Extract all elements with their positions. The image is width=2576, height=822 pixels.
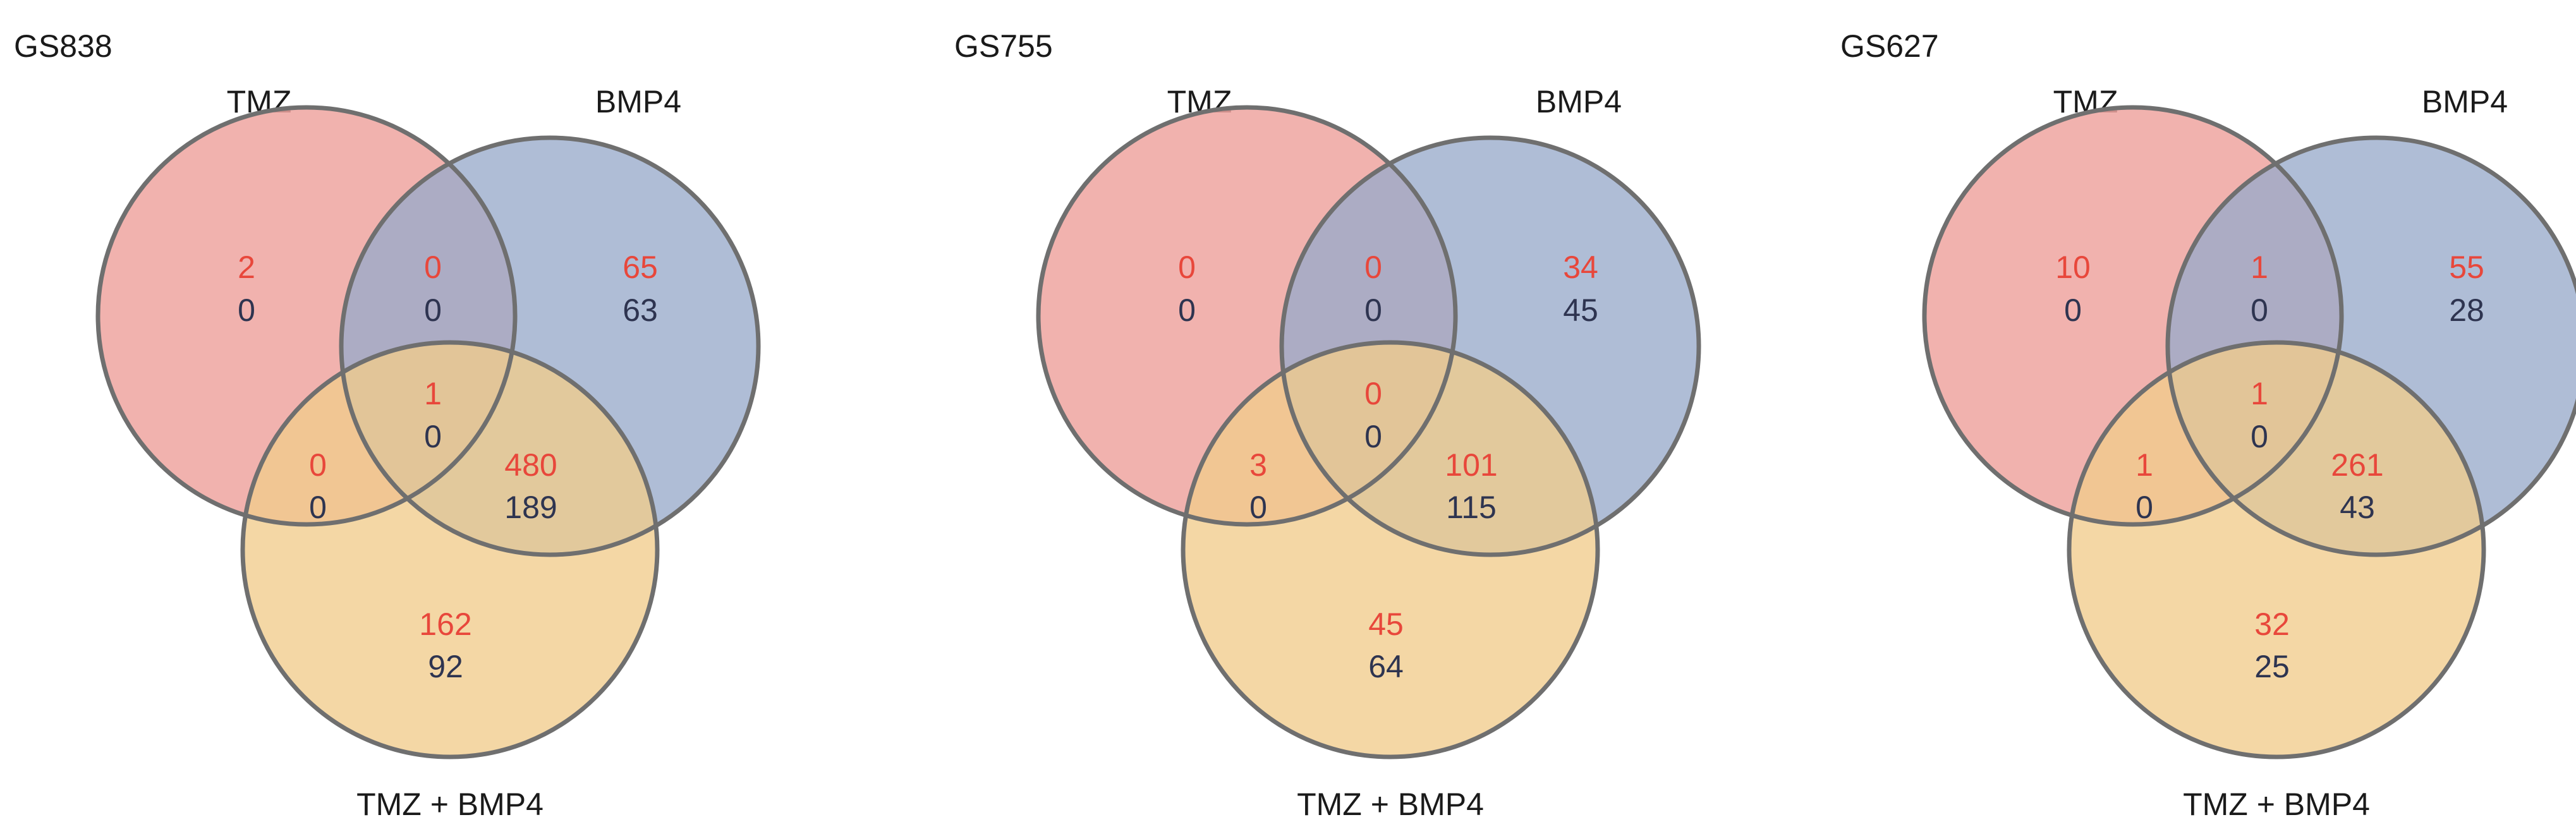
bmp4-only-up: 65 xyxy=(623,250,658,285)
tmz-combo-up: 0 xyxy=(309,447,327,483)
tmz-outline xyxy=(1036,105,1458,527)
combo-outline xyxy=(1181,340,1600,759)
tmz-combo-down: 0 xyxy=(309,490,327,525)
bmp4-only-up: 55 xyxy=(2449,250,2484,285)
bmp4-combo-up: 101 xyxy=(1445,447,1497,483)
bmp4-outline xyxy=(339,135,761,557)
combo-only-up: 45 xyxy=(1368,607,1404,642)
all-three-up: 1 xyxy=(424,376,442,411)
bmp4-only-down: 45 xyxy=(1563,293,1598,328)
combo-only-down: 92 xyxy=(428,649,463,684)
bmp4-only-down: 28 xyxy=(2449,293,2484,328)
combo-only-up: 162 xyxy=(419,607,471,642)
tmz-only-up: 0 xyxy=(1178,250,1196,285)
bmp4-label: BMP4 xyxy=(595,84,681,119)
circle-outlines xyxy=(95,105,761,759)
circle-fills xyxy=(1038,107,1699,757)
all-three-up: 0 xyxy=(1364,376,1382,411)
diagram-title: GS755 xyxy=(954,28,1053,64)
combo-label: TMZ + BMP4 xyxy=(2183,787,2370,822)
bmp4-combo-up: 480 xyxy=(504,447,557,483)
bmp4-combo-down: 43 xyxy=(2340,490,2375,525)
circle-fills xyxy=(98,107,758,757)
combo-label: TMZ + BMP4 xyxy=(356,787,544,822)
tmz-bmp4-up: 0 xyxy=(1364,250,1382,285)
tmz-bmp4-down: 0 xyxy=(2251,293,2268,328)
bmp4-only-down: 63 xyxy=(623,293,658,328)
all-three-up: 1 xyxy=(2251,376,2268,411)
combo-circle xyxy=(2069,342,2484,757)
bmp4-outline xyxy=(2165,135,2576,557)
tmz-only-down: 0 xyxy=(238,293,255,328)
region-counts: 10 0 1 0 55 28 1 0 1 0 261 43 32 25 xyxy=(2055,250,2484,684)
tmz-bmp4-down: 0 xyxy=(424,293,442,328)
diagram-title: GS838 xyxy=(14,28,112,64)
tmz-combo-up: 1 xyxy=(2136,447,2153,483)
tmz-bmp4-up: 0 xyxy=(424,250,442,285)
circle-outlines xyxy=(1036,105,1701,759)
combo-only-down: 25 xyxy=(2254,649,2290,684)
tmz-only-up: 10 xyxy=(2055,250,2091,285)
all-three-down: 0 xyxy=(2251,419,2268,454)
bmp4-only-up: 34 xyxy=(1563,250,1598,285)
tmz-bmp4-down: 0 xyxy=(1364,293,1382,328)
venn-diagram-2: GS755 TMZ BMP4 TMZ + BMP4 0 0 0 0 34 45 … xyxy=(954,28,1701,822)
region-counts: 2 0 0 0 65 63 1 0 0 0 480 189 162 92 xyxy=(238,250,658,684)
tmz-outline xyxy=(95,105,518,527)
all-three-down: 0 xyxy=(1364,419,1382,454)
tmz-combo-down: 0 xyxy=(2136,490,2153,525)
tmz-outline xyxy=(1922,105,2344,527)
venn-diagram-3: GS627 TMZ BMP4 TMZ + BMP4 10 0 1 0 55 28… xyxy=(1840,28,2576,822)
combo-only-up: 32 xyxy=(2254,607,2290,642)
bmp4-label: BMP4 xyxy=(1536,84,1622,119)
all-three-down: 0 xyxy=(424,419,442,454)
tmz-bmp4-up: 1 xyxy=(2251,250,2268,285)
circle-outlines xyxy=(1922,105,2576,759)
bmp4-combo-down: 115 xyxy=(1446,490,1497,525)
combo-label: TMZ + BMP4 xyxy=(1297,787,1484,822)
region-counts: 0 0 0 0 34 45 0 0 3 0 101 115 45 64 xyxy=(1178,250,1598,684)
bmp4-combo-up: 261 xyxy=(2331,447,2383,483)
bmp4-label: BMP4 xyxy=(2422,84,2508,119)
bmp4-combo-down: 189 xyxy=(504,490,557,525)
combo-circle xyxy=(1183,342,1598,757)
circle-fills xyxy=(1924,107,2576,757)
combo-only-down: 64 xyxy=(1368,649,1404,684)
bmp4-outline xyxy=(1279,135,1701,557)
combo-circle xyxy=(243,342,657,757)
tmz-combo-up: 3 xyxy=(1249,447,1267,483)
tmz-only-up: 2 xyxy=(238,250,255,285)
venn-diagram-1: GS838 TMZ BMP4 TMZ + BMP4 2 0 0 0 65 63 … xyxy=(14,28,761,822)
tmz-combo-down: 0 xyxy=(1249,490,1267,525)
tmz-only-down: 0 xyxy=(2064,293,2082,328)
combo-outline xyxy=(2067,340,2486,759)
diagram-title: GS627 xyxy=(1840,28,1939,64)
tmz-only-down: 0 xyxy=(1178,293,1196,328)
combo-outline xyxy=(240,340,660,759)
